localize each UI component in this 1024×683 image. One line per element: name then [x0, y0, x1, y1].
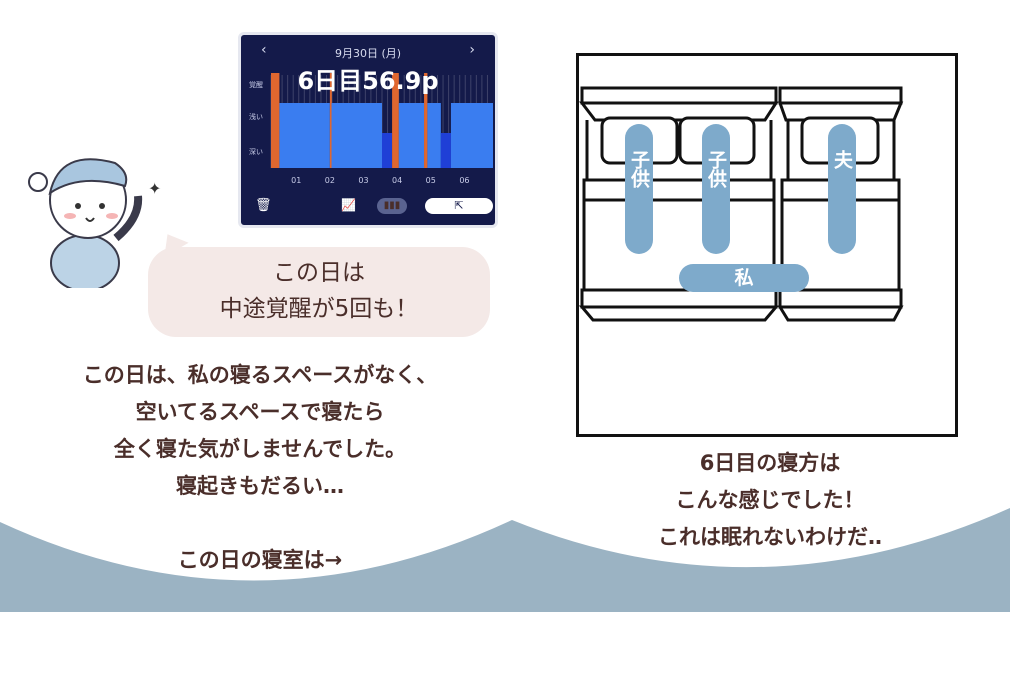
me-sleeper [679, 264, 809, 292]
stage-bar [271, 73, 280, 168]
x-tick-label: 04 [392, 176, 402, 185]
me-label: 私 [734, 267, 754, 289]
text-line: 寝起きもだるい… [176, 474, 344, 498]
stage-label: 覚醒 [249, 80, 263, 89]
child2-label: 子供 [705, 150, 727, 188]
stage-bar [331, 103, 382, 168]
bedroom-frame [576, 53, 958, 437]
score-label: 6日目56.9p [297, 67, 439, 95]
stage-bar [392, 73, 399, 168]
sheep-character-illustration: ✦ [28, 158, 161, 288]
stage-bar [329, 73, 332, 168]
chevron-right-icon[interactable]: › [469, 42, 475, 58]
x-tick-label: 01 [291, 176, 301, 185]
child1-sleeper [625, 124, 653, 254]
child1-label: 子供 [628, 150, 650, 188]
stage-bar [398, 103, 425, 168]
trash-icon[interactable]: 🗑 [255, 198, 272, 213]
right-description: 6日目の寝方は こんな感じでした！ これは眠れないわけだ‥ [560, 445, 980, 556]
bubble-line: この日は [273, 260, 365, 286]
share-icon[interactable]: ⇱ [425, 198, 493, 214]
stage-bar [440, 133, 451, 168]
stage-label: 浅い [249, 112, 263, 121]
sleep-app-screenshot: ‹ › 9月30日 (月) 6日目56.9p 覚醒浅い深い 01 02 03 04 05 0… [238, 32, 498, 228]
husband-label: 夫 [831, 150, 853, 169]
x-tick-label: 05 [426, 176, 436, 185]
husband-sleeper [828, 124, 856, 254]
x-tick-label: 06 [459, 176, 469, 185]
bubble-line: 中途覚醒が5回も！ [219, 296, 419, 322]
text-line: これは眠れないわけだ‥ [657, 525, 882, 549]
x-tick-label: 02 [325, 176, 335, 185]
stage-bar [427, 103, 441, 168]
stage-bar [450, 103, 493, 168]
stage-bar [382, 133, 393, 168]
speech-bubble: この日は 中途覚醒が5回も！ [148, 247, 490, 337]
stage-label: 深い [249, 147, 263, 156]
text-line: 6日目の寝方は [699, 451, 841, 475]
text-line: 空いてるスペースで寝たら [135, 400, 385, 424]
bar-chart-icon[interactable]: ▮▮▮ [377, 198, 407, 214]
text-line: 全く寝た気がしませんでした。 [113, 437, 407, 461]
stage-bar [424, 73, 428, 168]
chevron-left-icon[interactable]: ‹ [261, 42, 267, 58]
child2-sleeper [702, 124, 730, 254]
text-line: この日は、私の寝るスペースがなく、 [82, 363, 438, 387]
left-description: この日は、私の寝るスペースがなく、 空いてるスペースで寝たら 全く寝た気がしませ… [10, 357, 510, 579]
x-tick-label: 03 [358, 176, 368, 185]
date-label: 9月30日 (月) [334, 47, 402, 60]
svg-text:✦: ✦ [148, 179, 161, 198]
text-line: こんな感じでした！ [675, 488, 865, 512]
text-line: この日の寝室は→ [177, 548, 343, 572]
line-chart-icon[interactable]: 📈 [341, 198, 356, 212]
stage-bar [279, 103, 330, 168]
